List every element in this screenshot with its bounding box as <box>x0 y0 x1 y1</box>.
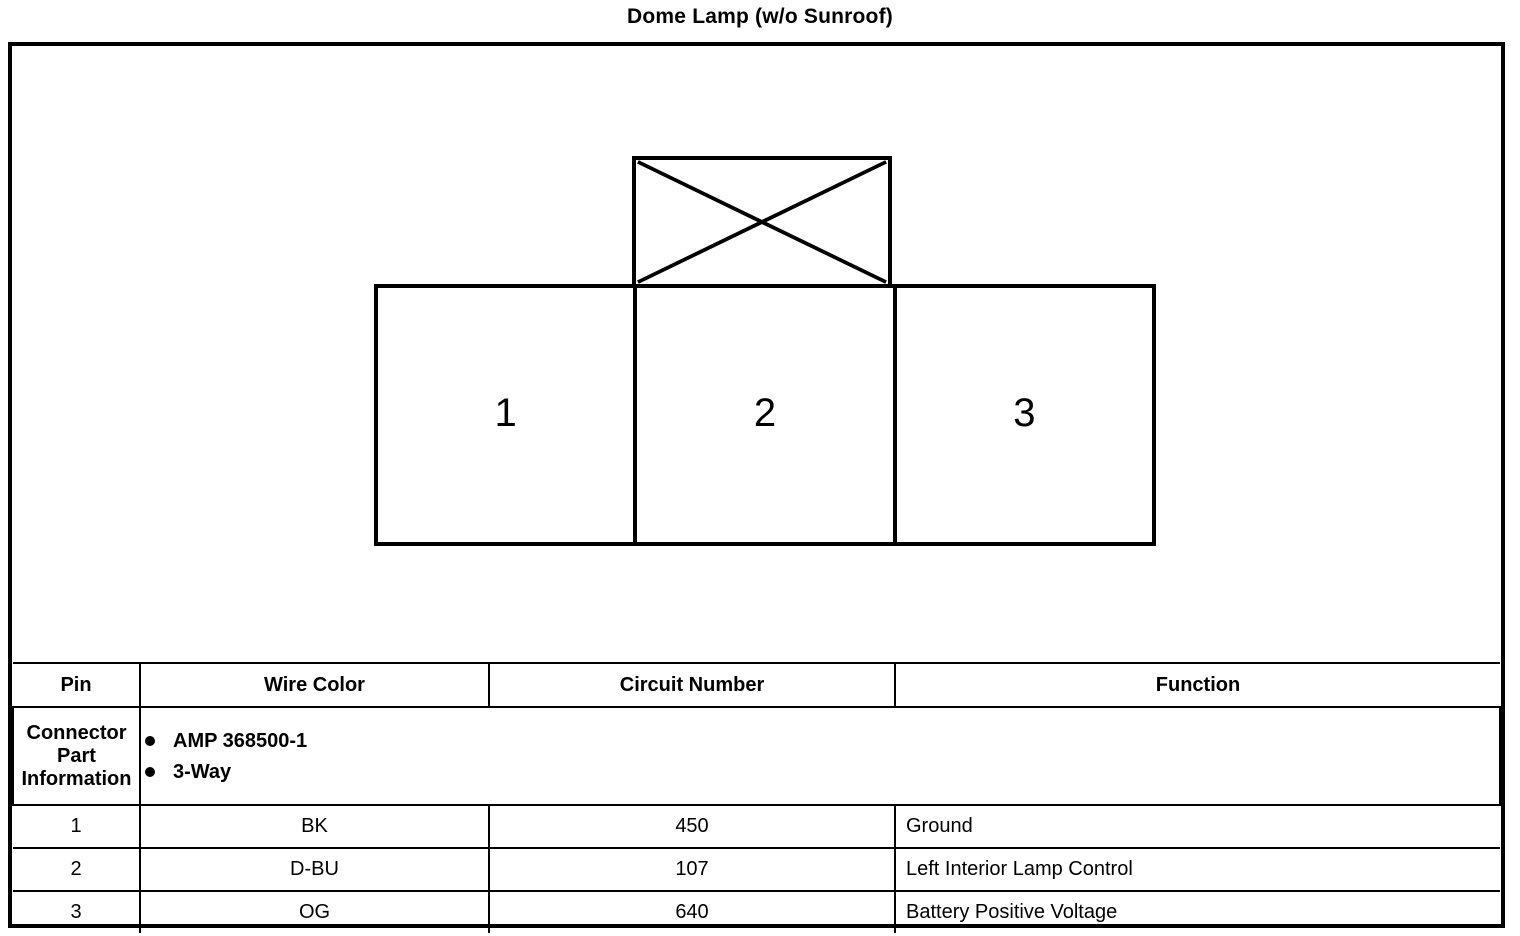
connector-part-information-row: Connector Part Information AMP 368500-1 … <box>12 706 1501 805</box>
cell-pin: 2 <box>13 847 141 892</box>
cell-function: Left Interior Lamp Control <box>894 847 1500 892</box>
cavity-row: 1 2 3 <box>374 284 1156 546</box>
bullet-dot-icon <box>145 766 155 777</box>
cell-function: Ground <box>894 804 1500 849</box>
cavity-3-number: 3 <box>1013 391 1036 435</box>
header-function: Function <box>894 662 1500 708</box>
part-number-text: AMP 368500-1 <box>173 729 308 752</box>
header-circuit-number: Circuit Number <box>488 662 896 708</box>
page-title: Dome Lamp (w/o Sunroof) <box>627 5 893 28</box>
cell-wire-color: BK <box>139 804 490 849</box>
connector-part-information-label: Connector Part Information <box>12 706 141 805</box>
way-count-text: 3-Way <box>173 760 232 783</box>
cavity-2-number: 2 <box>753 391 777 435</box>
pin-table-header-row: Pin Wire Color Circuit Number Function <box>13 662 1500 708</box>
cell-circuit-number: 450 <box>488 804 896 849</box>
table-row: 2 D-BU 107 Left Interior Lamp Control <box>13 847 1500 892</box>
part-info-bullet-item: 3-Way <box>141 761 1499 783</box>
connector-illustration: 1 2 3 <box>374 156 1156 546</box>
cell-pin: 3 <box>13 890 141 933</box>
diagram-frame: 1 2 3 Connector Part Information AMP 368… <box>8 42 1505 933</box>
header-wire-color: Wire Color <box>139 662 490 708</box>
cell-wire-color: D-BU <box>139 847 490 892</box>
cavity-1: 1 <box>378 288 638 542</box>
header-pin: Pin <box>13 662 141 708</box>
table-row: 3 OG 640 Battery Positive Voltage <box>13 890 1500 933</box>
keying-tab <box>632 156 892 288</box>
cavity-2: 2 <box>637 288 897 542</box>
table-row: 1 BK 450 Ground <box>13 804 1500 849</box>
cell-function: Battery Positive Voltage <box>894 890 1500 933</box>
cell-pin: 1 <box>13 804 141 849</box>
cell-circuit-number: 107 <box>488 847 896 892</box>
connector-part-information-values: AMP 368500-1 3-Way <box>139 706 1501 805</box>
part-info-bullet-item: AMP 368500-1 <box>141 730 1499 752</box>
bullet-dot-icon <box>145 735 155 746</box>
cell-wire-color: OG <box>139 890 490 933</box>
x-cross-icon <box>637 160 887 284</box>
connector-info-table: Connector Part Information AMP 368500-1 … <box>12 662 1501 933</box>
cell-circuit-number: 640 <box>488 890 896 933</box>
part-info-bullet-list: AMP 368500-1 3-Way <box>141 730 1499 783</box>
cavity-1-number: 1 <box>494 391 517 435</box>
cavity-3: 3 <box>897 288 1152 542</box>
